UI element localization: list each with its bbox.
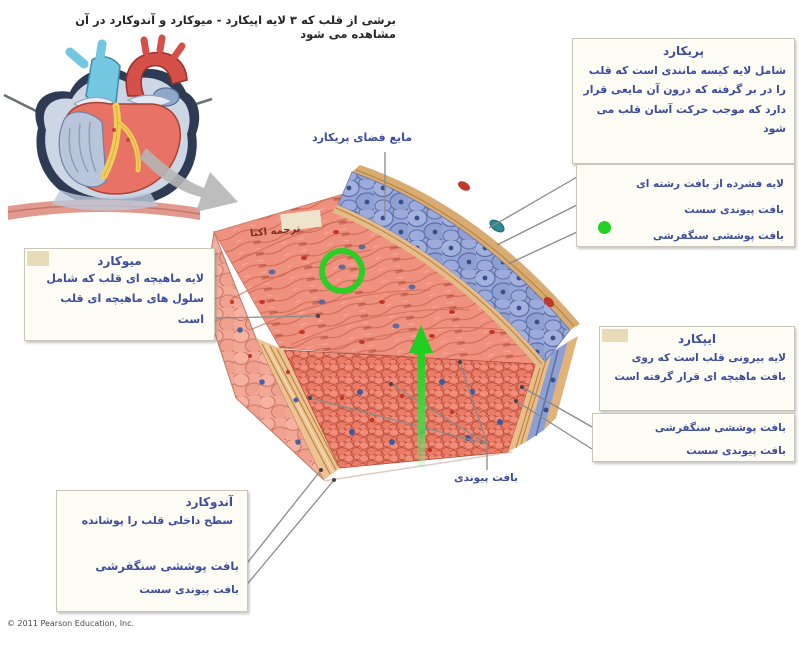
connective-tissue-label: بافت پیوندی — [454, 472, 518, 484]
line-loose-connective-top — [496, 204, 578, 246]
pericardium-box: پریکارد شامل لایه کیسه مانندی است که قلب… — [572, 38, 795, 164]
line-connective-fan-1 — [390, 383, 488, 445]
line-squamous-epicard — [521, 386, 593, 428]
green-arrow-annotation — [409, 325, 433, 467]
tissue-block — [203, 165, 580, 482]
aorta — [125, 51, 188, 97]
layer-label-squamous-epicard: بافت پوششی سنگفرشی — [654, 422, 786, 434]
epicardium-description: لایه بیرونی قلب است که روی بافت ماهیچه ا… — [614, 352, 786, 383]
myocardium-box: میوکارد لایه ماهیچه ای قلب که شامل سلول … — [24, 248, 215, 341]
pericardial-fluid-label: مایع فضای پریکارد — [311, 131, 413, 144]
superior-vena-cava — [85, 55, 121, 105]
line-loose-connective-epicard — [515, 400, 593, 450]
layer-label-squamous-endocard: بافت پوششی سنگفرشی — [95, 559, 239, 573]
endocardium-title: آندوکارد — [185, 495, 233, 509]
pointer-dots — [308, 314, 524, 482]
inset-zoom-arrow — [140, 148, 238, 212]
layer-label-squamous-top: بافت پوششی سنگفرشی — [652, 230, 784, 242]
epicardium-title: ایپکارد — [677, 332, 717, 346]
pointer-lines — [215, 152, 593, 589]
epicardium-layers-box: بافت پوششی سنگفرشی بافت پیوندی سست — [592, 413, 795, 462]
epicardium-box: ایپکارد لایه بیرونی قلب است که روی بافت … — [599, 326, 795, 411]
endocardium-description: سطح داخلی قلب را پوشانده — [81, 514, 233, 527]
line-squamous-endocard — [243, 469, 322, 568]
scan-artifact-patch — [27, 251, 49, 266]
scan-artifact-patch — [602, 329, 628, 342]
line-myocardium — [215, 315, 319, 319]
heart-inset-illustration — [3, 34, 213, 220]
line-connective-fan-3 — [309, 397, 488, 445]
line-dense-fibrous — [488, 176, 578, 229]
layer-label-dense-fibrous: لایه فشرده از بافت رشته ای — [636, 178, 784, 190]
line-connective-fan-2 — [459, 361, 488, 445]
line-loose-connective-endocard — [243, 479, 335, 589]
green-dot-annotation — [598, 221, 611, 234]
layer-label-loose-connective-epicard: بافت پیوندی سست — [686, 445, 786, 457]
myocardium-description: لایه ماهیچه ای قلب که شامل سلول های ماهی… — [46, 272, 204, 326]
endocardium-box: آندوکارد سطح داخلی قلب را پوشانده بافت پ… — [56, 490, 248, 612]
myocardium-title: میوکارد — [97, 254, 142, 268]
page-title: برشی از قلب که ۳ لایه اپیکارد - میوکارد … — [75, 13, 396, 41]
copyright-note: © 2011 Pearson Education, Inc. — [7, 619, 135, 628]
pericardium-description: شامل لایه کیسه مانندی است که قلب را در ب… — [583, 64, 786, 136]
green-circle-annotation — [319, 248, 365, 294]
layer-label-loose-connective-endocard: بافت پیوندی سست — [139, 584, 239, 596]
layer-label-loose-connective-top: بافت پیوندی سست — [684, 204, 784, 216]
line-squamous-top — [507, 231, 578, 265]
pericardium-title: پریکارد — [662, 44, 705, 58]
pericardium-layers-box: لایه فشرده از بافت رشته ای بافت پیوندی س… — [576, 164, 795, 247]
